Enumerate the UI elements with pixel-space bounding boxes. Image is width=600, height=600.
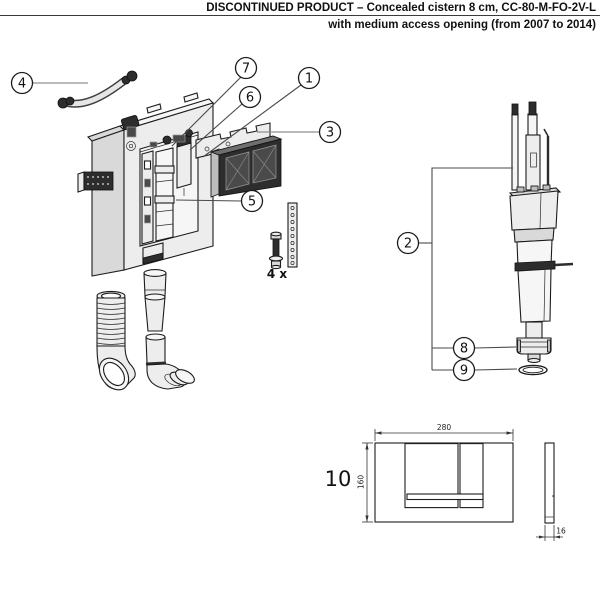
svg-text:6: 6 bbox=[246, 91, 254, 106]
cistern-tank bbox=[77, 92, 215, 277]
callout-3: 3 bbox=[257, 120, 342, 144]
access-frame bbox=[209, 135, 283, 198]
callout-6: 6 bbox=[189, 85, 262, 151]
header-divider bbox=[0, 15, 600, 16]
callout-5: 5 bbox=[175, 189, 264, 213]
drain-pipe bbox=[143, 269, 195, 390]
inlet-fitting bbox=[120, 114, 140, 151]
callout-9: 9 bbox=[432, 358, 518, 382]
tank-outlet bbox=[142, 242, 164, 265]
dim-height-label: 160 bbox=[357, 475, 366, 490]
callout-1: 1 bbox=[202, 66, 321, 158]
dim-width: 280 bbox=[374, 423, 514, 441]
product-subtitle: with medium access opening (from 2007 to… bbox=[328, 19, 596, 31]
sealing-ring bbox=[518, 364, 548, 376]
valve-clamp bbox=[514, 260, 556, 272]
valve-body bbox=[508, 184, 574, 339]
plate-item-number: 10 bbox=[325, 467, 352, 491]
svg-text:1: 1 bbox=[305, 72, 313, 87]
svg-text:7: 7 bbox=[242, 62, 250, 77]
svg-text:2: 2 bbox=[404, 237, 412, 252]
fixing-screw bbox=[268, 231, 284, 270]
small-flush-button bbox=[459, 443, 484, 509]
flush-plate-drawing: 10 280 bbox=[325, 423, 566, 541]
perforated-strip bbox=[287, 202, 298, 268]
flush-plate-side-view bbox=[544, 442, 555, 524]
corrugated-elbow-pipe bbox=[96, 290, 136, 391]
inlet-hose bbox=[57, 70, 138, 109]
valve-base-seal bbox=[516, 337, 552, 364]
product-title: DISCONTINUED PRODUCT – Concealed cistern… bbox=[206, 2, 596, 14]
dim-thickness-label: 16 bbox=[556, 527, 566, 536]
flush-valve-diagram: 2 8 9 bbox=[396, 101, 574, 382]
fill-valve bbox=[141, 150, 154, 245]
callout-7: 7 bbox=[171, 56, 258, 147]
svg-text:3: 3 bbox=[326, 126, 334, 141]
svg-text:5: 5 bbox=[248, 195, 256, 210]
screw-quantity-label: 4 x bbox=[267, 267, 288, 281]
svg-text:4: 4 bbox=[18, 77, 26, 92]
svg-text:8: 8 bbox=[460, 342, 468, 357]
flush-plate-front-view bbox=[374, 442, 514, 523]
dim-width-label: 280 bbox=[437, 423, 452, 432]
callout-8: 8 bbox=[432, 336, 517, 360]
wall-bracket bbox=[77, 171, 114, 193]
callout-2: 2 bbox=[396, 167, 513, 370]
dim-height: 160 bbox=[357, 442, 373, 523]
dim-thickness: 16 bbox=[536, 525, 566, 541]
flush-valve-column bbox=[154, 147, 175, 242]
button-bar bbox=[406, 493, 484, 501]
svg-text:9: 9 bbox=[460, 364, 468, 379]
exploded-cistern-diagram: 4 x 4 7 6 1 bbox=[10, 56, 342, 391]
callout-4: 4 bbox=[10, 71, 88, 95]
